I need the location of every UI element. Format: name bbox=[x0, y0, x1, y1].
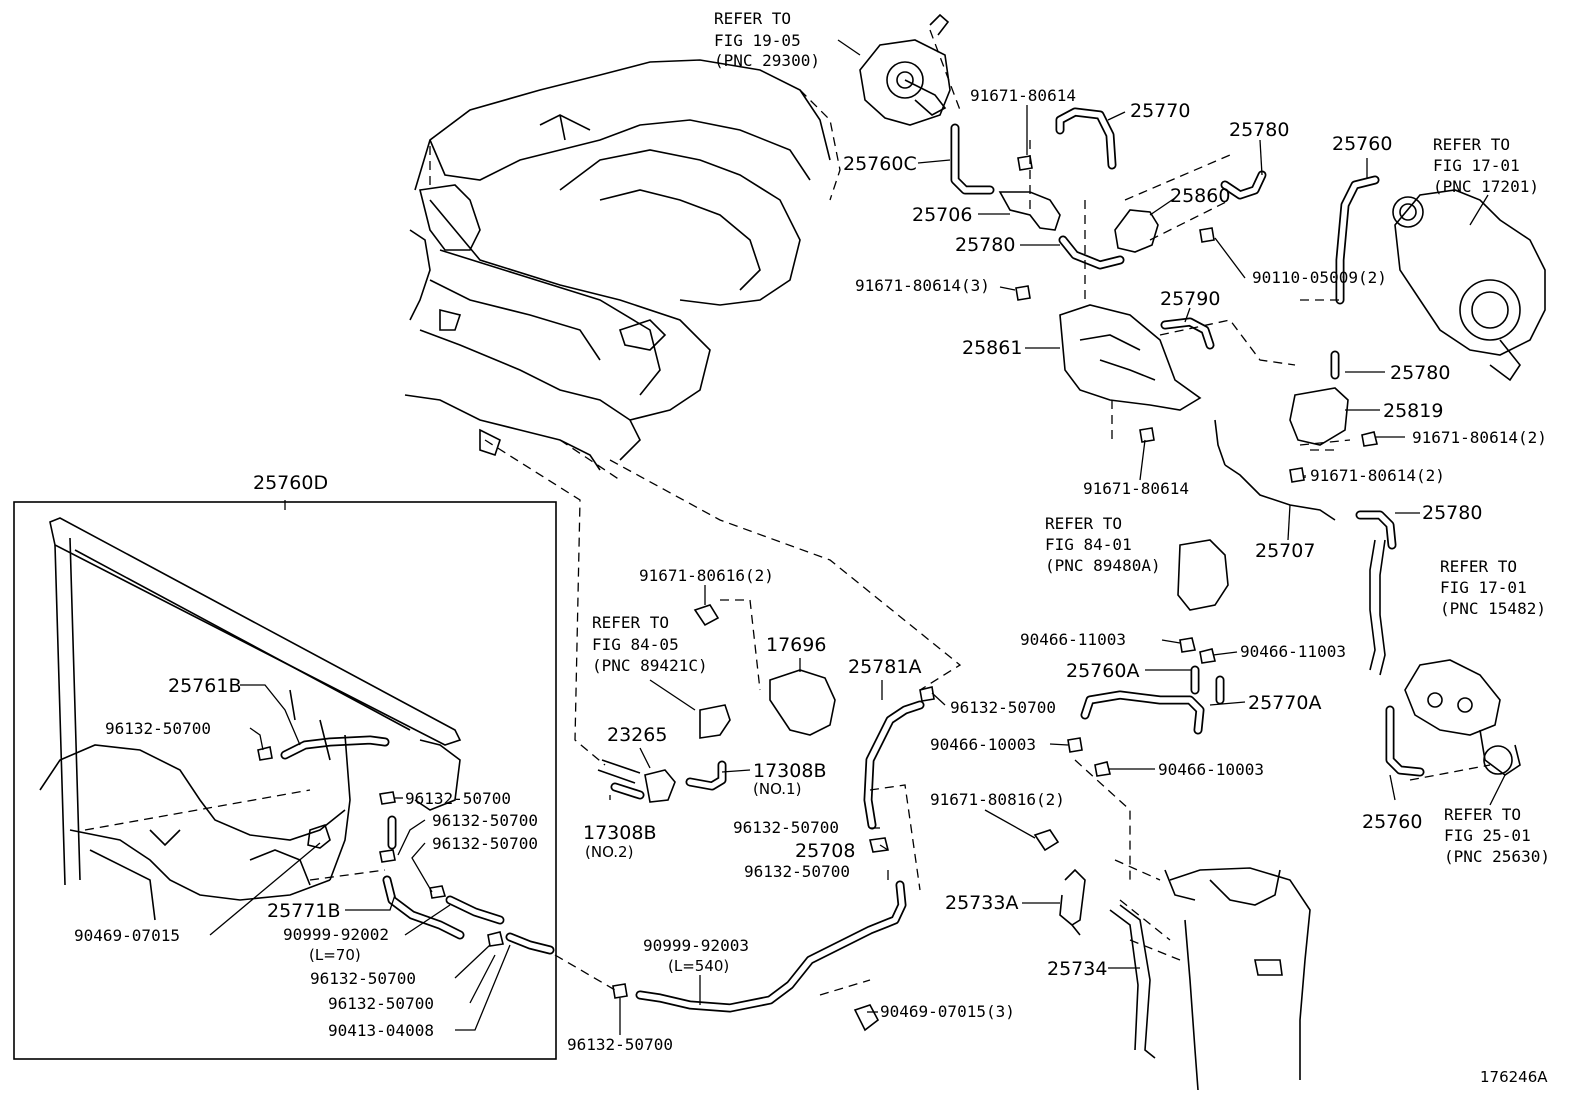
refer-17-01-mid-line2: FIG 17-01 bbox=[1440, 578, 1527, 597]
part-25760A: 25760A bbox=[1066, 660, 1139, 682]
refer-17-01-top-line1: REFER TO bbox=[1433, 135, 1510, 154]
part-25780-right: 25780 bbox=[1390, 362, 1450, 384]
part-25780-top: 25780 bbox=[1229, 119, 1289, 141]
egr-valve-illustration bbox=[1392, 189, 1546, 382]
part-90466-10003-left: 90466-10003 bbox=[930, 735, 1036, 754]
part-17308B-no1: 17308B bbox=[753, 760, 826, 782]
part-25706: 25706 bbox=[912, 204, 972, 226]
hoses bbox=[280, 107, 1425, 1013]
refer-84-05-line2: FIG 84-05 bbox=[592, 635, 679, 654]
part-90110-05009: 90110-05009(2) bbox=[1252, 268, 1387, 287]
part-90469-07015-3: 90469-07015(3) bbox=[880, 1002, 1015, 1021]
part-90999-92002: 90999-92002 bbox=[283, 925, 389, 944]
part-25760D: 25760D bbox=[253, 472, 328, 494]
part-96132-50700-e: 96132-50700 bbox=[432, 834, 538, 853]
part-90469-07015: 90469-07015 bbox=[74, 926, 180, 945]
refer-25-01-line2: FIG 25-01 bbox=[1444, 826, 1531, 845]
egr-control-illustration bbox=[1404, 659, 1521, 776]
part-91671-80816: 91671-80816(2) bbox=[930, 790, 1065, 809]
part-23265: 23265 bbox=[607, 724, 667, 746]
part-90413-04008: 90413-04008 bbox=[328, 1021, 434, 1040]
part-91671-80614-center: 91671-80614 bbox=[1083, 479, 1189, 498]
part-90999-92002-length: (L=70) bbox=[309, 946, 361, 964]
part-25734: 25734 bbox=[1047, 958, 1107, 980]
refer-25-01-line3: (PNC 25630) bbox=[1444, 847, 1550, 866]
part-25860: 25860 bbox=[1170, 185, 1230, 207]
refer-19-05-line1: REFER TO bbox=[714, 9, 791, 28]
part-25781A: 25781A bbox=[848, 656, 921, 678]
part-91671-80614-2-lower: 91671-80614(2) bbox=[1310, 466, 1445, 485]
part-25707: 25707 bbox=[1255, 540, 1315, 562]
brackets-and-valves bbox=[257, 155, 1386, 1059]
part-90466-11003-left: 90466-11003 bbox=[1020, 630, 1126, 649]
refer-19-05-line2: FIG 19-05 bbox=[714, 31, 801, 50]
part-90999-92003: 90999-92003 bbox=[643, 936, 749, 955]
part-96132-50700-a: 96132-50700 bbox=[950, 698, 1056, 717]
part-91671-80614-2-upper: 91671-80614(2) bbox=[1412, 428, 1547, 447]
part-90466-10003-right: 90466-10003 bbox=[1158, 760, 1264, 779]
part-96132-50700-b: 96132-50700 bbox=[105, 719, 211, 738]
refer-25-01-line1: REFER TO bbox=[1444, 805, 1521, 824]
part-25770A: 25770A bbox=[1248, 692, 1321, 714]
part-25819: 25819 bbox=[1383, 400, 1443, 422]
refer-17-01-top-line2: FIG 17-01 bbox=[1433, 156, 1520, 175]
part-90999-92003-length: (L=540) bbox=[668, 957, 729, 975]
refer-84-05-line1: REFER TO bbox=[592, 613, 669, 632]
refer-17-01-top-line3: (PNC 17201) bbox=[1433, 177, 1539, 196]
part-17308B-no2: 17308B bbox=[583, 822, 656, 844]
leader-lines bbox=[209, 39, 1506, 1035]
part-25770: 25770 bbox=[1130, 100, 1190, 122]
part-25760-bottom: 25760 bbox=[1362, 811, 1422, 833]
part-25760-top: 25760 bbox=[1332, 133, 1392, 155]
part-91671-80614-top: 91671-80614 bbox=[970, 86, 1076, 105]
part-25861: 25861 bbox=[962, 337, 1022, 359]
refer-84-05-line3: (PNC 89421C) bbox=[592, 656, 708, 675]
part-17308B-no2-note: (NO.2) bbox=[585, 843, 633, 861]
refer-84-01-line1: REFER TO bbox=[1045, 514, 1122, 533]
vacuum-pump-illustration bbox=[859, 13, 951, 126]
part-91671-80614-3: 91671-80614(3) bbox=[855, 276, 990, 295]
refer-17-01-mid-line3: (PNC 15482) bbox=[1440, 599, 1546, 618]
part-25760C: 25760C bbox=[843, 153, 917, 175]
refer-84-01-line3: (PNC 89480A) bbox=[1045, 556, 1161, 575]
part-25708: 25708 bbox=[795, 840, 855, 862]
part-25790: 25790 bbox=[1160, 288, 1220, 310]
part-96132-50700-h: 96132-50700 bbox=[310, 969, 416, 988]
part-25780-mid: 25780 bbox=[955, 234, 1015, 256]
figure-id: 176246A bbox=[1480, 1068, 1548, 1086]
part-25761B: 25761B bbox=[168, 675, 241, 697]
part-25780-lower: 25780 bbox=[1422, 502, 1482, 524]
refer-17-01-mid-line1: REFER TO bbox=[1440, 557, 1517, 576]
intake-manifold-illustration bbox=[1114, 859, 1311, 1091]
part-96132-50700-j: 96132-50700 bbox=[567, 1035, 673, 1054]
dashed-connectors bbox=[84, 29, 1491, 996]
refer-19-05-line3: (PNC 29300) bbox=[714, 51, 820, 70]
part-96132-50700-g: 96132-50700 bbox=[744, 862, 850, 881]
part-91671-80616: 91671-80616(2) bbox=[639, 566, 774, 585]
inset-25760D bbox=[13, 501, 557, 1060]
part-96132-50700-d: 96132-50700 bbox=[432, 811, 538, 830]
part-96132-50700-c: 96132-50700 bbox=[405, 789, 511, 808]
part-96132-50700-f: 96132-50700 bbox=[733, 818, 839, 837]
refer-84-01-line2: FIG 84-01 bbox=[1045, 535, 1132, 554]
part-17696: 17696 bbox=[766, 634, 826, 656]
part-96132-50700-i: 96132-50700 bbox=[328, 994, 434, 1013]
part-17308B-no1-note: (NO.1) bbox=[753, 780, 801, 798]
callout-labels: REFER TO FIG 19-05 (PNC 29300) REFER TO … bbox=[74, 9, 1550, 1086]
part-25771B: 25771B bbox=[267, 900, 340, 922]
part-90466-11003-right: 90466-11003 bbox=[1240, 642, 1346, 661]
part-25733A: 25733A bbox=[945, 892, 1018, 914]
engine-block-illustration bbox=[404, 59, 841, 481]
